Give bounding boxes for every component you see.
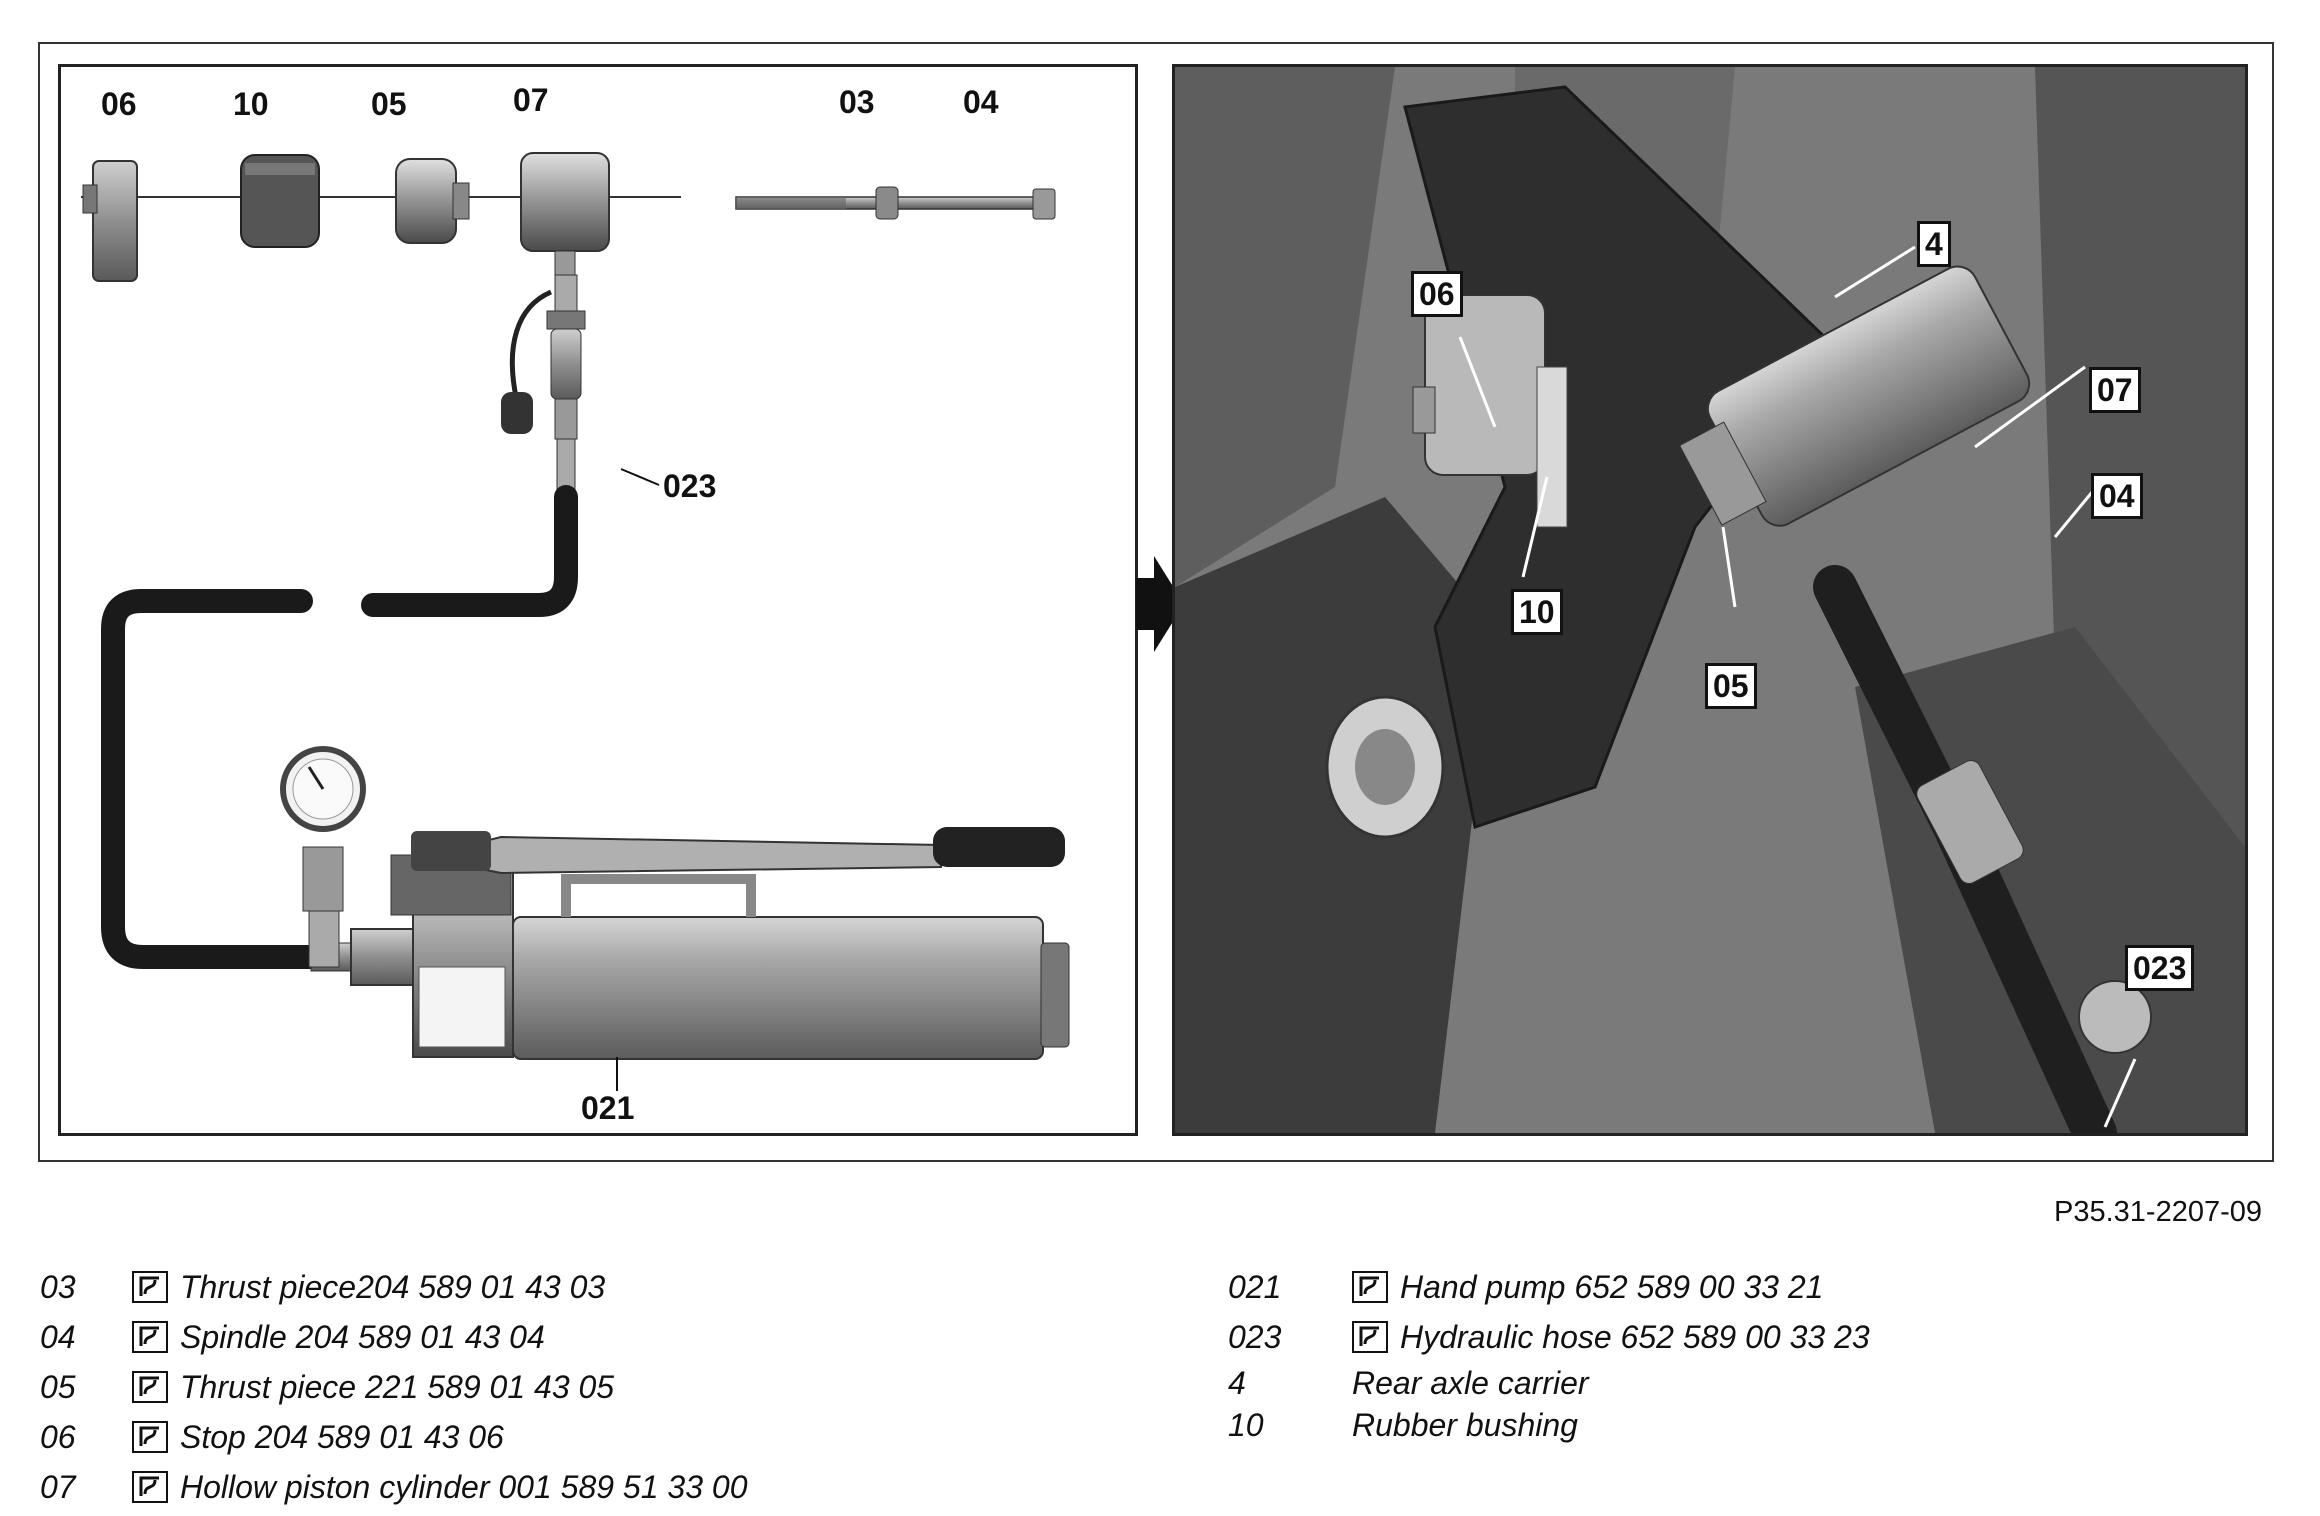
special-tool-icon [132,1421,168,1453]
callout-04: 04 [963,84,999,120]
legend-text: Thrust piece204 589 01 43 03 [180,1268,606,1305]
callout-10: 10 [233,86,269,122]
hydraulic-hose-023 [101,485,578,969]
photo-callout-06: 06 [1411,271,1463,317]
legend-item: 021 Hand pump 652 589 00 33 21 [1228,1262,1870,1312]
arrow-right-icon [1136,556,1184,652]
special-tool-icon [132,1471,168,1503]
legend-text: Rear axle carrier [1352,1364,1589,1401]
photo-callout-023: 023 [2125,945,2195,991]
legend-number: 10 [1228,1406,1264,1443]
photo-callout-05: 05 [1705,663,1757,709]
spindle-04-part [735,186,1056,220]
legend-left: 03 Thrust piece204 589 01 43 03 04 Spind… [40,1262,747,1512]
hose-coupling [501,274,586,498]
legend-text: Thrust piece 221 589 01 43 05 [180,1368,615,1405]
legend-text: Rubber bushing [1352,1406,1578,1443]
photo-callout-04: 04 [2091,473,2143,519]
pressure-gauge [280,746,366,968]
callout-021: 021 [581,1090,634,1126]
stop-06-part [82,160,138,282]
legend-item: 06 Stop 204 589 01 43 06 [40,1412,747,1462]
legend-item: 023 Hydraulic hose 652 589 00 33 23 [1228,1312,1870,1362]
hand-pump-021 [350,827,1070,1060]
callout-07: 07 [513,82,549,118]
legend-item: 10 Rubber bushing [1228,1404,1870,1446]
photo-callout-10: 10 [1511,589,1563,635]
legend-right: 021 Hand pump 652 589 00 33 21 023 Hydra… [1228,1262,1870,1446]
special-tool-icon [1352,1271,1388,1303]
tool-components-illustration: 06 10 05 07 03 04 023 021 [58,64,1138,1136]
legend-number: 05 [40,1368,76,1405]
legend-number: 4 [1228,1364,1246,1401]
installed-tool-photo: 06 10 05 4 07 04 023 [1172,64,2248,1136]
callout-06: 06 [101,86,137,122]
legend-item: 03 Thrust piece204 589 01 43 03 [40,1262,747,1312]
legend-text: Spindle 204 589 01 43 04 [180,1318,545,1355]
legend-number: 021 [1228,1268,1282,1305]
callout-05: 05 [371,86,407,122]
legend-number: 023 [1228,1318,1282,1355]
legend-text: Stop 204 589 01 43 06 [180,1418,504,1455]
legend-number: 06 [40,1418,76,1455]
legend-item: 4 Rear axle carrier [1228,1362,1870,1404]
legend-number: 03 [40,1268,76,1305]
legend-text: Hydraulic hose 652 589 00 33 23 [1400,1318,1870,1355]
special-tool-icon [132,1321,168,1353]
special-tool-icon [132,1371,168,1403]
legend-item: 04 Spindle 204 589 01 43 04 [40,1312,747,1362]
callout-023: 023 [663,468,716,504]
special-tool-icon [132,1271,168,1303]
legend-item: 07 Hollow piston cylinder 001 589 51 33 … [40,1462,747,1512]
legend-number: 07 [40,1468,76,1505]
callout-03: 03 [839,84,875,120]
legend-text: Hollow piston cylinder 001 589 51 33 00 [180,1468,748,1505]
piston-cylinder-07-part [520,152,610,278]
bushing-10-part [240,154,320,248]
special-tool-icon [1352,1321,1388,1353]
photo-callout-4: 4 [1917,221,1951,267]
legend-number: 04 [40,1318,76,1355]
legend-text: Hand pump 652 589 00 33 21 [1400,1268,1824,1305]
thrust-piece-05-part [395,158,470,244]
figure-id: P35.31-2207-09 [2054,1196,2262,1228]
legend-item: 05 Thrust piece 221 589 01 43 05 [40,1362,747,1412]
photo-callout-07: 07 [2089,367,2141,413]
